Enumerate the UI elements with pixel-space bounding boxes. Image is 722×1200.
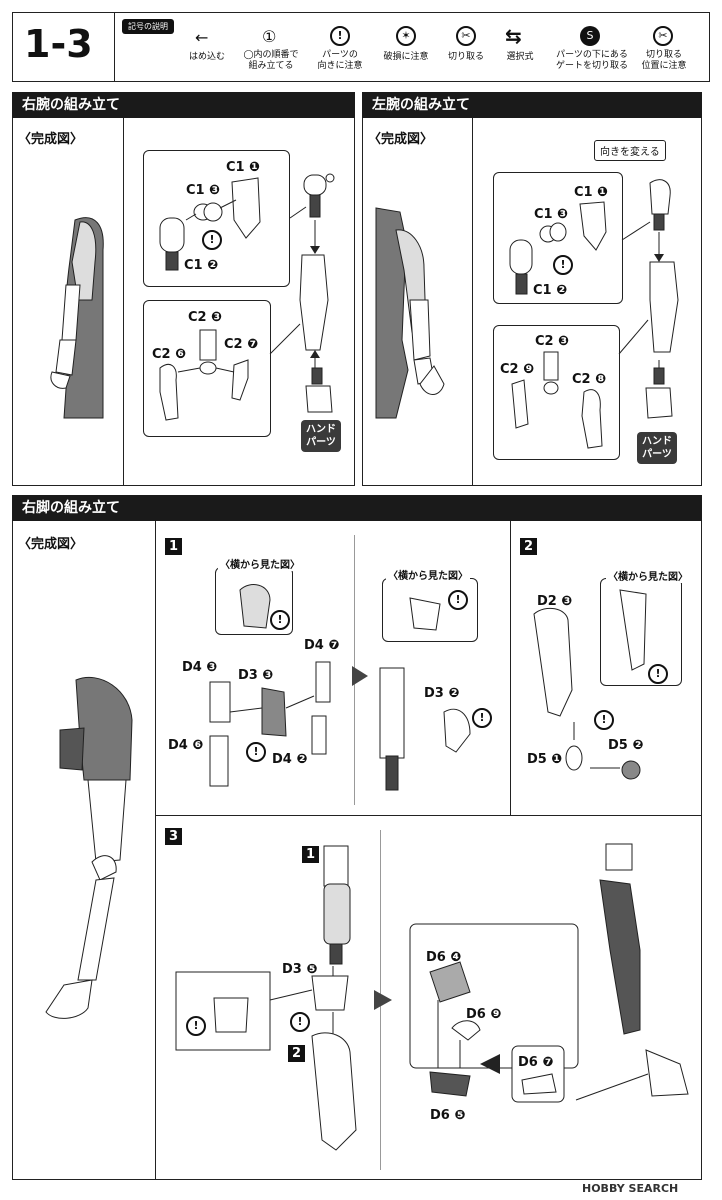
part-label-d5-1: D5 ❶ xyxy=(527,752,563,767)
right-leg-completed-label: 〈完成図〉 xyxy=(18,537,84,552)
cut-icon: ✂ xyxy=(456,26,476,46)
gate-cut-icon: S xyxy=(580,26,600,46)
step3-ref-1: 1 xyxy=(302,846,319,863)
step1-number: 1 xyxy=(165,538,182,555)
step1-inner-divider xyxy=(354,535,355,805)
exclamation-icon: ! xyxy=(290,1012,310,1032)
part-label-d3-5: D3 ❺ xyxy=(282,962,318,977)
legend-label-cut-position: 切り取る 位置に注意 xyxy=(641,50,687,71)
exclamation-icon: ! xyxy=(472,708,492,728)
part-label-c1-2: C1 ❷ xyxy=(533,283,568,298)
part-label-d6-4: D6 ❹ xyxy=(426,950,462,965)
step3-inner-divider xyxy=(380,830,381,1170)
step3-number: 3 xyxy=(165,828,182,845)
choice-arrows-icon: ⇆ xyxy=(505,24,522,48)
part-label-c1-3: C1 ❸ xyxy=(186,183,221,198)
part-label-d3-2: D3 ❷ xyxy=(424,686,460,701)
part-label-c2-7: C2 ❼ xyxy=(224,337,259,352)
part-label-c2-9: C2 ❾ xyxy=(500,362,535,377)
exclamation-icon: ! xyxy=(270,610,290,630)
watermark: HOBBY SEARCH xyxy=(582,1182,679,1195)
part-label-c1-1: C1 ❶ xyxy=(226,160,261,175)
right-arm-completed-label: 〈完成図〉 xyxy=(18,132,84,147)
left-arm-divider xyxy=(472,118,473,486)
step1b-side-view-label: 〈横から見た図〉 xyxy=(386,567,470,582)
part-label-c1-1: C1 ❶ xyxy=(574,185,609,200)
part-label-c2-3: C2 ❸ xyxy=(535,334,570,349)
part-label-c2-8: C2 ❽ xyxy=(572,372,607,387)
legend-label-order: ◯内の順番で 組み立てる xyxy=(243,50,299,71)
step3-ref-2: 2 xyxy=(288,1045,305,1062)
step1b-side-view-box xyxy=(382,578,478,642)
exclamation-icon: ! xyxy=(448,590,468,610)
part-label-c2-6: C2 ❻ xyxy=(152,347,187,362)
part-label-c1-2: C1 ❷ xyxy=(184,258,219,273)
part-label-d2-3: D2 ❸ xyxy=(537,594,573,609)
legend-label-choice: 選択式 xyxy=(506,52,534,62)
exclamation-icon: ! xyxy=(594,710,614,730)
part-label-d4-6: D4 ❻ xyxy=(168,738,204,753)
part-label-d3-3: D3 ❸ xyxy=(238,668,274,683)
breakage-icon: ✶ xyxy=(396,26,416,46)
hand-parts-tag: ハンド パーツ xyxy=(637,432,677,464)
exclamation-icon: ! xyxy=(648,664,668,684)
right-arm-sub-upper xyxy=(143,150,290,287)
arrow-left-icon: ← xyxy=(195,28,209,47)
left-arm-completed-label: 〈完成図〉 xyxy=(368,132,434,147)
exclamation-icon: ! xyxy=(186,1016,206,1036)
right-leg-section xyxy=(12,495,702,1180)
legend-divider xyxy=(114,12,115,82)
part-label-d4-3: D4 ❸ xyxy=(182,660,218,675)
step2-side-view-box xyxy=(600,578,682,686)
part-label-d4-7: D4 ❼ xyxy=(304,638,340,653)
part-label-d6-7: D6 ❼ xyxy=(518,1055,554,1070)
circled-1-icon: ① xyxy=(262,27,277,46)
left-arm-title: 左腕の組み立て xyxy=(362,92,702,118)
legend-label-orientation: パーツの 向きに注意 xyxy=(317,50,363,71)
part-label-c2-3: C2 ❸ xyxy=(188,310,223,325)
legend-title: 記号の説明 xyxy=(122,19,174,34)
legend-label-gate: パーツの下にある ゲートを切り取る xyxy=(555,50,628,71)
page-number: 1-3 xyxy=(24,22,93,66)
right-arm-divider xyxy=(123,118,124,486)
change-orientation-note: 向きを変える xyxy=(594,140,666,161)
right-arm-sub-lower xyxy=(143,300,271,437)
step-row-divider xyxy=(155,815,702,816)
part-label-d6-9: D6 ❾ xyxy=(466,1007,502,1022)
step2-number: 2 xyxy=(520,538,537,555)
right-leg-title: 右脚の組み立て xyxy=(12,495,702,521)
step-col-divider xyxy=(510,521,511,815)
left-arm-sub-lower xyxy=(493,325,620,460)
step1-side-view-label: 〈横から見た図〉 xyxy=(218,556,302,571)
legend-label-breakage: 破損に注意 xyxy=(383,52,429,62)
step2-side-view-label: 〈横から見た図〉 xyxy=(606,568,690,583)
right-leg-divider xyxy=(155,521,156,1180)
legend-label-cut: 切り取る xyxy=(447,52,484,62)
exclamation-icon: ! xyxy=(202,230,222,250)
part-label-d4-2: D4 ❷ xyxy=(272,752,308,767)
exclamation-icon: ! xyxy=(246,742,266,762)
exclamation-icon: ! xyxy=(330,26,350,46)
exclamation-icon: ! xyxy=(553,255,573,275)
part-label-c1-3: C1 ❸ xyxy=(534,207,569,222)
cut-position-icon: ✂ xyxy=(653,26,673,46)
part-label-d6-5: D6 ❺ xyxy=(430,1108,466,1123)
right-arm-title: 右腕の組み立て xyxy=(12,92,355,118)
hand-parts-tag: ハンド パーツ xyxy=(301,420,341,452)
part-label-d5-2: D5 ❷ xyxy=(608,738,644,753)
legend-label-fit: はめ込む xyxy=(188,52,225,62)
